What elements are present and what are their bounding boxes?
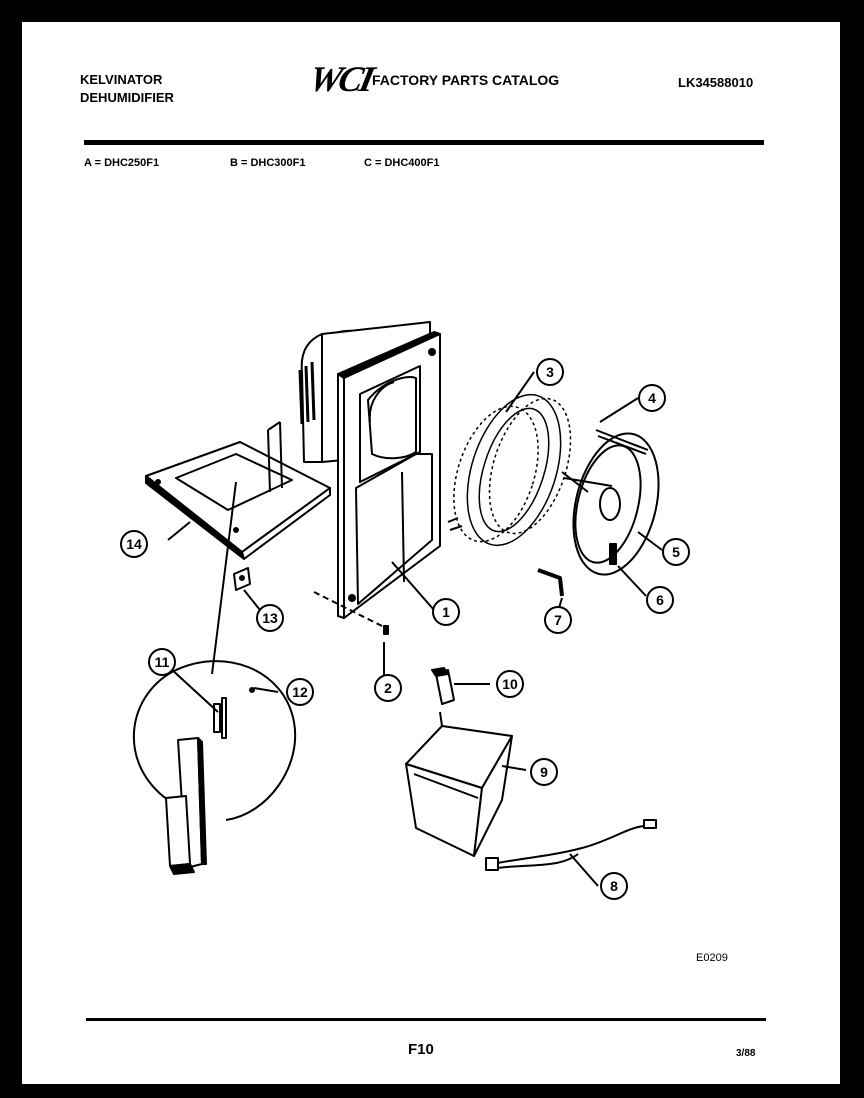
catalog-title: FACTORY PARTS CATALOG <box>372 72 560 88</box>
brand-line-2: DEHUMIDIFIER <box>80 90 174 105</box>
callout-13: 13 <box>256 604 284 632</box>
svg-text:5: 5 <box>672 544 680 560</box>
callout-14: 14 <box>120 530 148 558</box>
svg-text:8: 8 <box>610 878 618 894</box>
callout-11: 11 <box>148 648 176 676</box>
svg-text:4: 4 <box>648 390 656 406</box>
callout-5: 5 <box>662 538 690 566</box>
svg-text:9: 9 <box>540 764 548 780</box>
base-plate-part <box>145 421 331 560</box>
svg-text:7: 7 <box>554 612 562 628</box>
heater-coil-part <box>447 393 572 547</box>
svg-text:1: 1 <box>442 604 450 620</box>
callout-12: 12 <box>286 678 314 706</box>
fan-assembly-part <box>561 429 660 576</box>
svg-text:11: 11 <box>155 654 170 670</box>
header-rule <box>84 140 764 145</box>
float-part <box>431 667 455 705</box>
svg-text:12: 12 <box>292 684 308 700</box>
svg-text:13: 13 <box>262 610 278 626</box>
svg-text:14: 14 <box>126 536 142 552</box>
model-b: B = DHC300F1 <box>230 157 306 169</box>
callout-2: 2 <box>374 674 402 702</box>
callout-6: 6 <box>646 586 674 614</box>
drawing-code: E0209 <box>696 952 728 964</box>
screw-part <box>313 591 389 635</box>
callout-3: 3 <box>536 358 564 386</box>
callout-4: 4 <box>638 384 666 412</box>
page-label: F10 <box>408 1041 434 1058</box>
exploded-parts-diagram: 14 13 1 2 3 4 5 6 7 10 9 8 11 12 <box>120 321 690 900</box>
page-date: 3/88 <box>736 1048 756 1059</box>
svg-text:6: 6 <box>656 592 664 608</box>
main-frame-part <box>337 331 441 619</box>
footer-rule <box>86 1018 766 1021</box>
bracket-13-part <box>233 567 251 591</box>
callout-8: 8 <box>600 872 628 900</box>
callout-7: 7 <box>544 606 572 634</box>
svg-text:2: 2 <box>384 680 392 696</box>
callout-1: 1 <box>432 598 460 626</box>
catalog-number: LK34588010 <box>678 75 754 90</box>
svg-text:10: 10 <box>502 676 518 692</box>
power-cord-part <box>485 819 657 871</box>
catalog-page: KELVINATOR DEHUMIDIFIER WCI FACTORY PART… <box>22 22 840 1084</box>
model-a: A = DHC250F1 <box>84 157 160 169</box>
crank-part <box>537 568 564 597</box>
svg-text:3: 3 <box>546 364 554 380</box>
detail-view-part <box>133 481 297 875</box>
model-c: C = DHC400F1 <box>364 157 440 169</box>
brand-line-1: KELVINATOR <box>80 72 163 87</box>
callout-10: 10 <box>496 670 524 698</box>
callout-9: 9 <box>530 758 558 786</box>
bucket-part <box>405 711 513 857</box>
